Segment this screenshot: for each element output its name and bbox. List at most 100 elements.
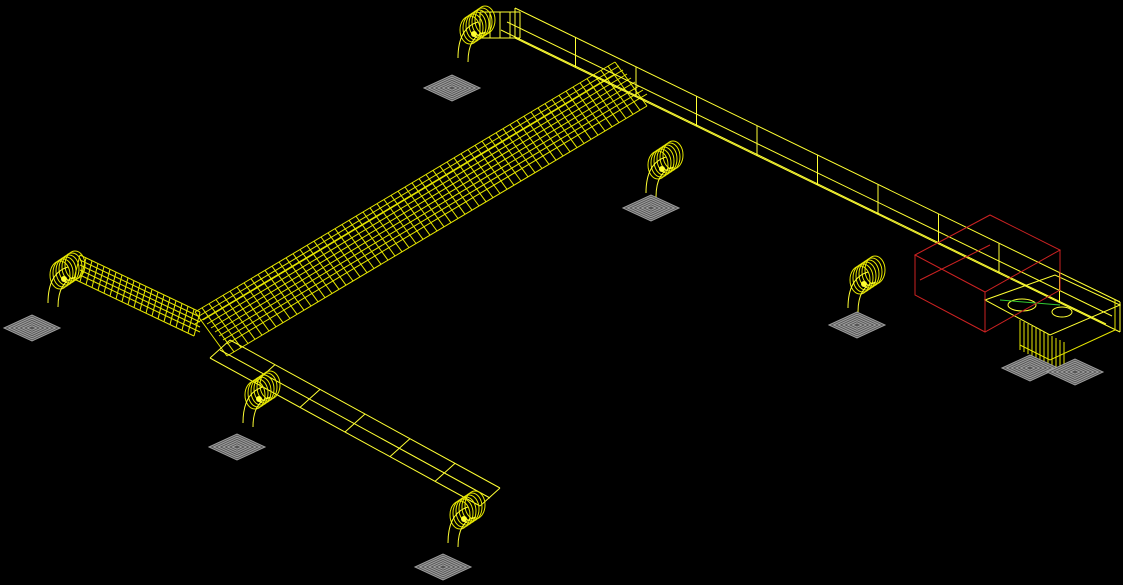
duct-rib	[479, 487, 501, 507]
duct-edge	[219, 349, 491, 499]
grille-louver	[635, 200, 667, 216]
plenum-top	[983, 274, 1122, 336]
duct-edge	[206, 73, 628, 325]
grille-louver	[418, 555, 468, 579]
grille-louver	[446, 85, 458, 91]
elbow-joint	[461, 516, 467, 522]
duct-rib	[187, 309, 195, 334]
flex-collar-ring	[259, 370, 281, 400]
duct-rib	[133, 283, 141, 308]
flex-collar-ring	[461, 492, 483, 522]
flex-collar-ring	[662, 140, 684, 170]
grille-louver	[423, 557, 463, 577]
grille-face	[207, 433, 267, 461]
grille-face	[413, 553, 473, 581]
control-line	[999, 299, 1061, 306]
grille-louver	[645, 205, 657, 211]
duct-rib	[544, 103, 578, 148]
diffuser-7	[1000, 354, 1060, 382]
duct-rib	[600, 70, 634, 115]
duct-rib	[169, 300, 177, 325]
duct-rib	[320, 236, 354, 282]
duct-edge	[79, 269, 201, 328]
duct-edge	[226, 93, 648, 345]
duct-rib	[348, 220, 382, 265]
duct-rib	[516, 120, 550, 165]
duct-rib	[355, 215, 389, 261]
elbow-outline	[847, 271, 877, 313]
air-handling-unit	[913, 214, 1062, 333]
ceiling-diffusers	[2, 74, 1105, 581]
duct-rib	[306, 245, 340, 290]
grille-louver	[1069, 369, 1081, 375]
grille-louver	[221, 439, 253, 455]
duct-rib	[115, 274, 123, 300]
flex-collar-ring	[455, 496, 477, 526]
flex-collar-ring	[468, 9, 490, 39]
grille-louver	[26, 325, 38, 331]
grille-louver	[12, 318, 52, 338]
grille-face	[422, 74, 482, 102]
elbow-left	[47, 250, 86, 308]
flex-collar-ring	[864, 255, 886, 285]
grille-louver	[1010, 358, 1050, 378]
duct-rib	[362, 211, 396, 257]
duct-rib	[201, 307, 235, 353]
duct-rib	[383, 199, 417, 244]
grille-face	[1045, 358, 1105, 386]
grille-louver	[1055, 362, 1095, 382]
flex-collar-ring	[861, 257, 883, 287]
grille-louver	[851, 322, 863, 328]
unit-edge	[919, 244, 991, 281]
grille-louver	[231, 444, 243, 450]
grille-face	[2, 314, 62, 342]
grille-louver	[1024, 365, 1036, 371]
flex-collar-ring	[64, 250, 86, 280]
duct-rib	[411, 182, 445, 228]
duct-rib	[439, 165, 473, 211]
flex-collar-ring	[452, 498, 474, 528]
duct-rib	[103, 269, 111, 294]
flex-collar-ring	[256, 372, 278, 402]
upper-left-duct	[479, 11, 521, 39]
grille-louver	[7, 316, 57, 340]
duct-rib	[194, 311, 228, 357]
duct-rib	[278, 261, 312, 307]
upper-supply-duct	[500, 7, 1121, 333]
duct-rib	[145, 289, 153, 314]
duct-rib	[91, 263, 99, 288]
duct-rib	[292, 253, 326, 298]
flex-collar-ring	[458, 494, 480, 524]
duct-rib	[537, 107, 571, 153]
duct-rib	[446, 161, 480, 207]
elbow-outline	[645, 156, 675, 198]
flex-collar-ring	[250, 376, 272, 406]
duct-edge	[500, 29, 1107, 325]
duct-rib	[285, 257, 319, 303]
duct-network	[47, 5, 1122, 548]
duct-rib	[85, 260, 93, 285]
duct-rib	[572, 86, 606, 132]
flex-collar-ring	[656, 144, 678, 174]
duct-rib	[551, 99, 585, 144]
duct-edge	[210, 77, 632, 329]
elbow-outline	[447, 506, 477, 548]
flex-collar-ring	[247, 378, 269, 408]
elbow-upper-mid	[645, 140, 684, 198]
duct-edge	[222, 89, 644, 341]
elbow-outline	[47, 266, 77, 308]
elbow-outline	[457, 21, 487, 63]
plenum-body	[1019, 300, 1116, 361]
diffuser-2	[621, 194, 681, 222]
grille-louver	[432, 562, 454, 572]
flex-collar-ring	[858, 259, 880, 289]
flex-collar-ring	[647, 150, 669, 180]
duct-rib	[215, 299, 249, 344]
left-branch-duct	[73, 254, 201, 337]
duct-rib	[432, 170, 466, 215]
duct-rib	[579, 82, 613, 128]
duct-rib	[327, 232, 361, 278]
duct-rib	[467, 149, 501, 194]
elbow-lower-end	[447, 490, 486, 548]
